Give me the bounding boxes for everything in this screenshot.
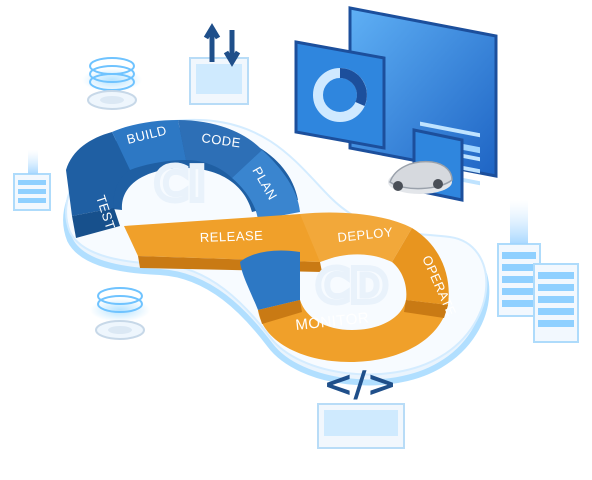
cd-center-glyph: CD — [316, 259, 388, 313]
cd-inner-segment — [240, 250, 300, 310]
stage-label-deploy: DEPLOY — [337, 224, 394, 245]
gear-icon — [82, 57, 142, 110]
ci-segment-plan — [232, 150, 300, 220]
ci-segment-test — [66, 132, 130, 216]
code-tag-icon: </> — [317, 364, 405, 449]
server-rack-icon — [13, 150, 51, 211]
donut-chart-icon — [294, 40, 386, 150]
ci-segment-code — [178, 120, 262, 178]
cd-loop: CD RELEASE DEPLOY OPERATE MONITOR — [124, 212, 459, 362]
cd-segment-operate — [392, 228, 449, 305]
ci-loop: CI TEST BUILD CODE PLAN — [66, 120, 300, 238]
car-icon — [388, 160, 453, 194]
cd-segment-deploy — [300, 212, 412, 262]
stage-label-release: RELEASE — [200, 228, 264, 245]
cd-segment-release — [124, 214, 360, 262]
ci-center-glyph: CI — [155, 157, 206, 211]
cd-segment-monitor — [258, 300, 448, 362]
stage-label-code: CODE — [201, 130, 242, 150]
ci-segment-build — [112, 120, 186, 170]
code-tag-glyph: </> — [323, 364, 396, 405]
branch-icon — [189, 23, 249, 105]
gear-icon — [90, 287, 150, 340]
server-rack-icon — [533, 263, 579, 343]
